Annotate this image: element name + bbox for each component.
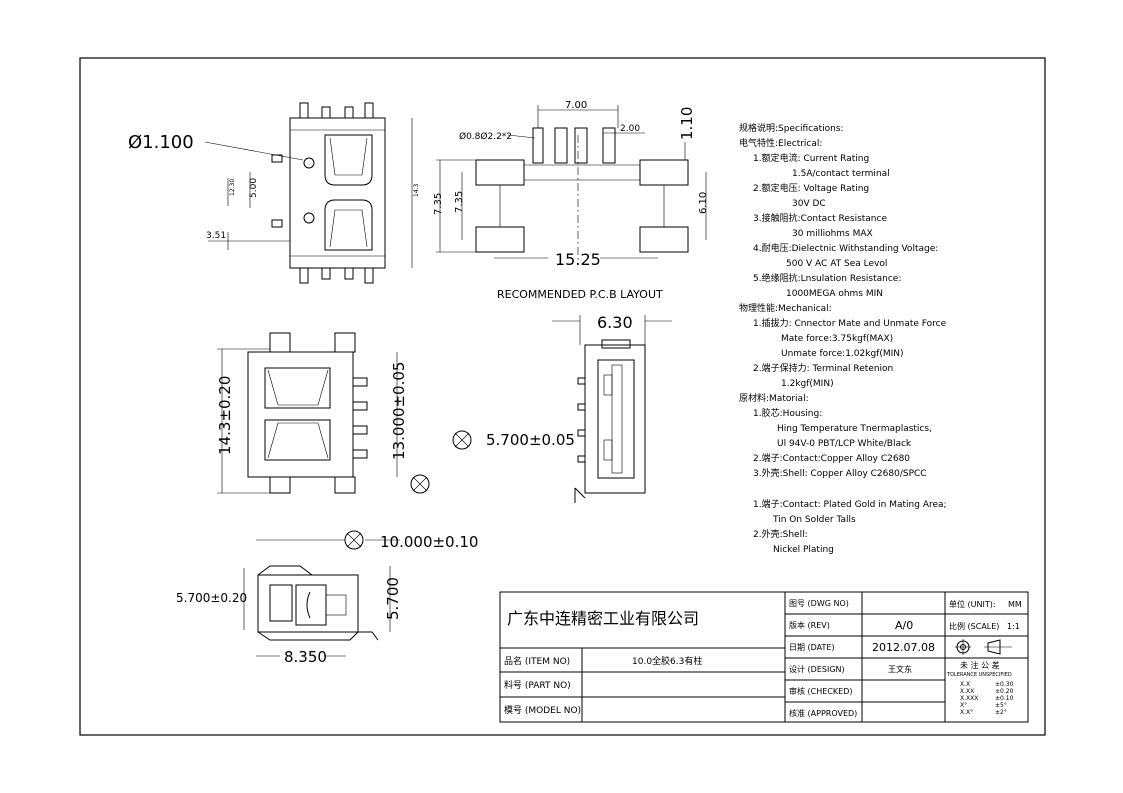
- dim-bottom-length: 10.000±0.10: [380, 533, 478, 551]
- dim-735b: 7.35: [454, 191, 465, 213]
- front-view: 14.3±0.20 13.000±0.05: [216, 332, 430, 494]
- tolerance-subtitle: TOLERANCE UNSPECIFIED: [946, 672, 1012, 678]
- tolerance-key: X°: [960, 702, 967, 709]
- spec-line: 规格说明:Specifications:: [739, 122, 844, 134]
- tolerance-value: ±0.20: [995, 688, 1014, 695]
- dim-351: 3.51: [206, 231, 226, 241]
- title-block: 广东中连精密工业有限公司 品名 (ITEM NO) 10.0全胶6.3有柱 料号…: [499, 591, 1029, 723]
- spec-line: 1.端子:Contact: Plated Gold in Mating Area…: [753, 498, 947, 510]
- side-view-body: [584, 344, 646, 494]
- spec-line: 2.端子:Contact:Copper Alloy C2680: [753, 452, 910, 464]
- spec-line: Tin On Solder Talls: [772, 515, 856, 525]
- tolerance-key: X.XX: [960, 688, 974, 695]
- approved-label: 核准 (APPROVED): [789, 708, 857, 718]
- spec-line: Nickel Plating: [773, 545, 834, 555]
- spec-line: 30V DC: [792, 199, 826, 209]
- datum-symbol-icon: [410, 474, 430, 494]
- dwg-no-label: 图号 (DWG NO): [789, 599, 849, 608]
- item-no-value: 10.0全胶6.3有柱: [632, 655, 702, 667]
- unit-label: 单位 (UNIT):: [949, 599, 996, 609]
- spec-line: 1.2kgf(MIN): [781, 379, 834, 389]
- dim-side-width: 6.30: [597, 313, 633, 332]
- tolerance-value: ±2°: [995, 709, 1007, 716]
- dim-200: 2.00: [620, 124, 640, 134]
- company-name: 广东中连精密工业有限公司: [507, 609, 699, 628]
- spec-line: Hing Temperature Tnermaplastics,: [777, 424, 932, 434]
- spec-line: 3.接触阻抗:Contact Resistance: [753, 212, 887, 224]
- spec-line: 2.额定电压: Voltage Rating: [753, 182, 869, 194]
- item-no-label: 品名 (ITEM NO): [504, 655, 570, 667]
- tolerance-value: ±0.10: [995, 695, 1014, 702]
- spec-line: 1000MEGA ohms MIN: [786, 289, 883, 299]
- tolerance-key: X.X°: [960, 709, 973, 716]
- dim-1525: 15.25: [555, 250, 601, 269]
- tolerance-value: ±5°: [995, 702, 1007, 709]
- dim-735a: 7.35: [433, 193, 444, 215]
- spec-line: 物理性能:Mechanical:: [739, 302, 832, 314]
- rev-value: A/0: [895, 619, 913, 632]
- spec-line: 1.额定电流: Current Rating: [753, 152, 869, 164]
- spec-line: 1.5A/contact terminal: [792, 169, 890, 179]
- spec-line: 1.胶芯:Housing:: [753, 407, 822, 419]
- spec-line: 原材料:Matorial:: [739, 392, 809, 404]
- datum-symbol-icon: [452, 430, 472, 450]
- spec-line: 1.插拔力: Cnnector Mate and Unmate Force: [753, 317, 947, 329]
- dim-143: 14.3: [413, 183, 420, 197]
- tolerance-title: 未 注 公 差: [960, 660, 1000, 670]
- dim-500: 5.00: [249, 178, 259, 198]
- top-view: Ø1.100 5.00 12.30 3.51 14.3: [128, 102, 420, 284]
- dim-1230: 12.30: [229, 179, 236, 196]
- dim-side-thickness: 5.700±0.05: [486, 431, 575, 449]
- drawing-border: [79, 57, 1046, 736]
- dim-700: 7.00: [565, 100, 587, 111]
- spec-line: 2.外壳:Shell:: [753, 528, 808, 540]
- dim-hole-diameter: Ø1.100: [128, 132, 194, 153]
- date-label: 日期 (DATE): [789, 643, 835, 652]
- rev-label: 版本 (REV): [789, 620, 830, 630]
- front-view-body: [247, 351, 354, 478]
- bottom-view-body: [257, 574, 359, 633]
- dim-bottom-height-left: 5.700±0.20: [176, 591, 247, 605]
- scale-value: 1:1: [1007, 622, 1020, 631]
- bottom-view: 10.000±0.10 5.700±0.20 5.700 8.350: [176, 530, 478, 666]
- spec-line: Ul 94V-0 PBT/LCP White/Black: [777, 439, 912, 449]
- dim-hole-callout: Ø0.8Ø2.2*2: [459, 131, 512, 142]
- spec-line: 5.绝缘阻抗:Lnsulation Resistance:: [753, 272, 901, 284]
- spec-line: 2.端子保持力: Terminal Retenion: [753, 362, 893, 374]
- design-value: 王文东: [888, 664, 912, 674]
- spec-line: 30 milliohms MAX: [792, 229, 873, 239]
- dim-front-height: 14.3±0.20: [216, 376, 234, 455]
- side-view: 6.30 5.700±0.05: [452, 313, 672, 503]
- dim-610: 6.10: [698, 192, 709, 214]
- spec-line: 3.外壳:Shell: Copper Alloy C2680/SPCC: [753, 467, 927, 479]
- checked-label: 审核 (CHECKED): [789, 686, 853, 696]
- tolerance-value: ±0.30: [995, 681, 1014, 688]
- part-no-label: 料号 (PART NO): [504, 679, 571, 691]
- top-view-body: [289, 117, 386, 269]
- spec-line: 500 V AC AT Sea Levol: [786, 259, 887, 269]
- dim-bottom-height-right: 5.700: [384, 577, 402, 620]
- dim-front-pitch: 13.000±0.05: [390, 362, 408, 460]
- spec-line: 4.耐电压:Dielectnic Withstanding Voltage:: [753, 242, 938, 254]
- locating-hole-icon: [303, 157, 315, 169]
- model-no-label: 模号 (MODEL NO): [504, 705, 581, 716]
- tolerance-key: X.X: [960, 681, 970, 688]
- specifications-block: 规格说明:Specifications: 电气特性:Electrical: 1.…: [739, 122, 947, 555]
- locating-hole-icon: [303, 212, 315, 224]
- projection-symbol-icon: [955, 639, 1012, 655]
- pcb-layout-view: 7.00 Ø0.8Ø2.2*2 2.00 1.10 7.35 7.35 6.10…: [433, 100, 709, 301]
- datum-symbol-icon: [344, 530, 364, 550]
- spec-line: Unmate force:1.02kgf(MIN): [781, 349, 904, 359]
- dim-110: 1.10: [678, 107, 696, 140]
- design-label: 设计 (DESIGN): [789, 664, 845, 674]
- tolerance-key: X.XXX: [960, 695, 978, 702]
- unit-value: MM: [1008, 600, 1022, 609]
- spec-line: Mate force:3.75kgf(MAX): [781, 334, 893, 344]
- dim-bottom-width: 8.350: [284, 648, 327, 666]
- spec-line: 电气特性:Electrical:: [739, 137, 822, 149]
- date-value: 2012.07.08: [872, 641, 935, 654]
- scale-label: 比例 (SCALE): [949, 621, 999, 631]
- pcb-layout-caption: RECOMMENDED P.C.B LAYOUT: [497, 288, 663, 301]
